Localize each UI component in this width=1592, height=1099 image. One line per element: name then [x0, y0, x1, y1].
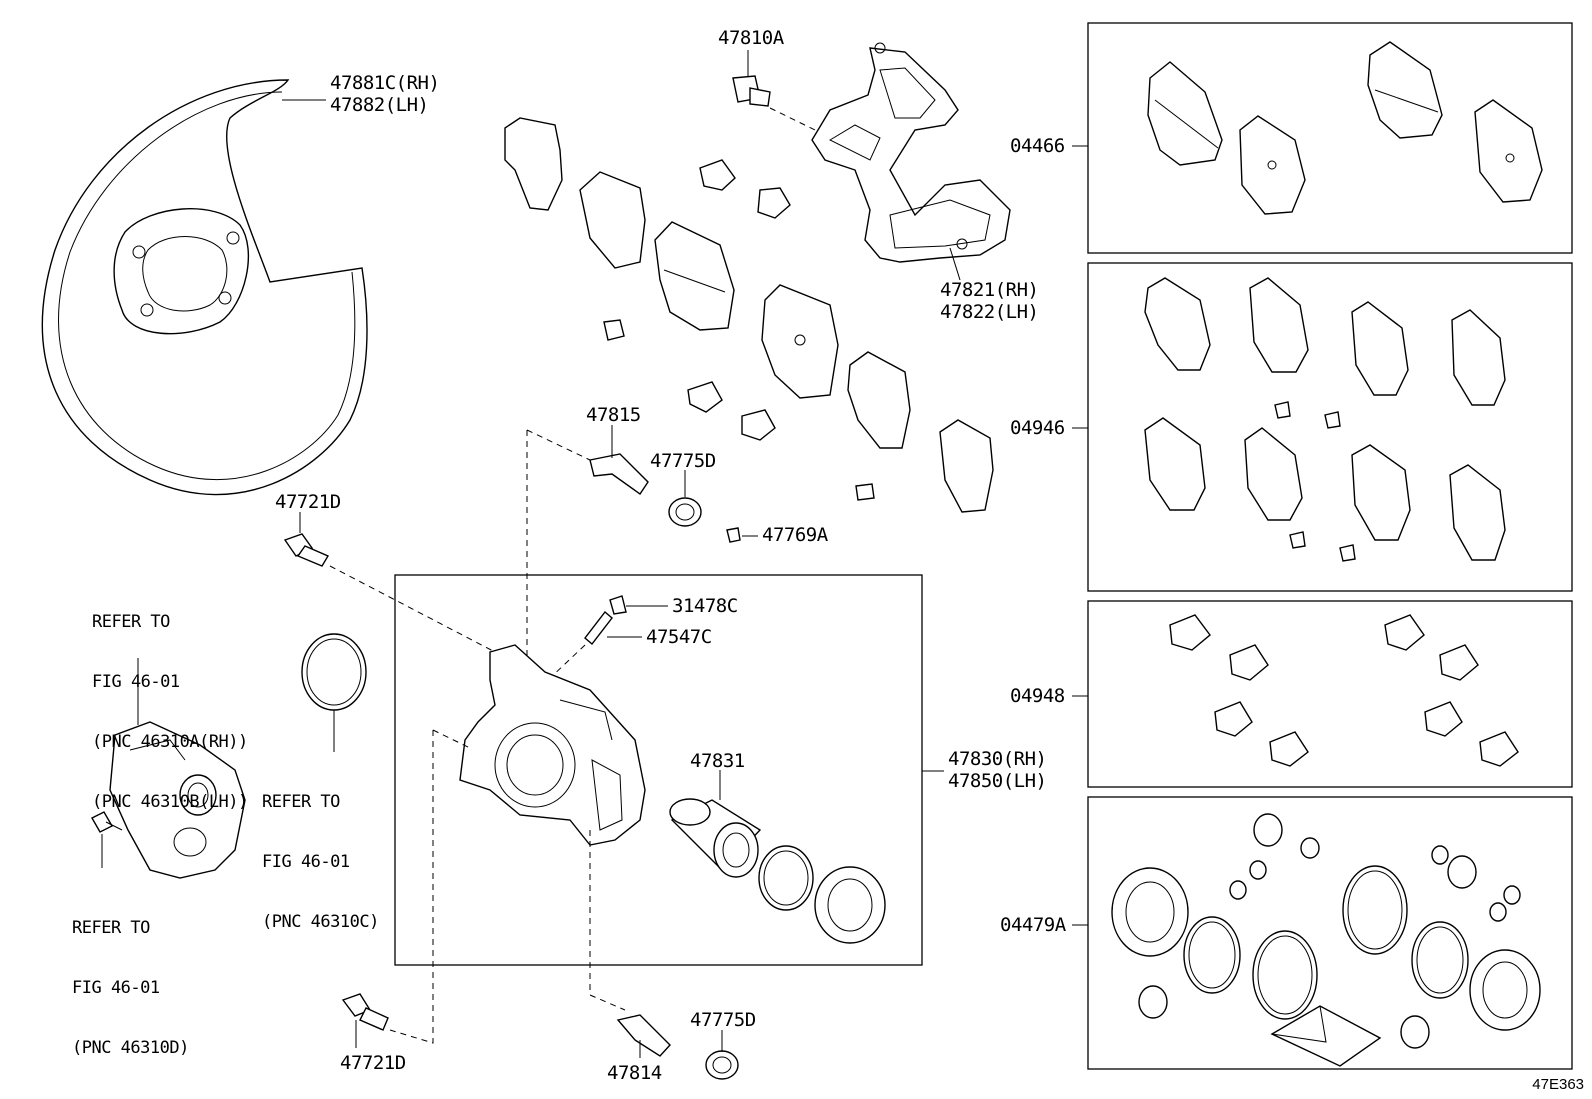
- reference-46310C: REFER TO FIG 46-01 (PNC 46310C): [262, 752, 379, 952]
- dust-shield-47881C: [41, 79, 368, 496]
- ref1-line3: (PNC 46310A(RH)): [92, 732, 248, 752]
- kit-04479A-seals: [1072, 813, 1541, 1067]
- label-47822: 47822(LH): [940, 301, 1039, 323]
- caliper-assembly-box: [394, 574, 923, 966]
- ref1-line1: REFER TO: [92, 612, 170, 632]
- ref3-line3: (PNC 46310D): [72, 1038, 189, 1058]
- bleeder-screw: [547, 595, 668, 681]
- lower-hardware: [341, 729, 739, 1080]
- kit-box-04479A: [1087, 796, 1573, 1070]
- caliper-body: [459, 644, 646, 846]
- label-47821: 47821(RH): [940, 279, 1039, 301]
- piston-and-seals: [669, 770, 886, 944]
- label-47775D-bottom: 47775D: [690, 1009, 756, 1031]
- brake-pads-group: [504, 117, 994, 513]
- label-kit-04946: 04946: [1010, 417, 1065, 439]
- kit-box-04948: [1087, 600, 1573, 788]
- label-kit-04948: 04948: [1010, 685, 1065, 707]
- label-kit-04479A: 04479A: [1000, 914, 1066, 936]
- bolt-47721D-top: [283, 512, 496, 653]
- o-ring-seal: [301, 633, 367, 752]
- label-47547C: 47547C: [646, 626, 712, 648]
- diagram-code: 47E363: [1532, 1076, 1584, 1093]
- label-47815: 47815: [586, 404, 641, 426]
- kit-box-04466: [1087, 22, 1573, 254]
- label-47721D-top: 47721D: [275, 491, 341, 513]
- ref1-line2: FIG 46-01: [92, 672, 180, 692]
- ref2-line1: REFER TO: [262, 792, 340, 812]
- label-47882: 47882(LH): [330, 94, 429, 116]
- label-47769A: 47769A: [762, 524, 828, 546]
- kit-04946-shims: [1072, 277, 1506, 562]
- parking-brake-actuator: [91, 658, 246, 879]
- label-47814: 47814: [607, 1062, 662, 1084]
- kit-04466-pads: [1072, 41, 1543, 215]
- kit-box-04946: [1087, 262, 1573, 592]
- reference-46310A: REFER TO FIG 46-01 (PNC 46310A(RH)) (PNC…: [92, 572, 248, 832]
- label-47810A: 47810A: [718, 27, 784, 49]
- caliper-mounting-bracket: [811, 42, 1011, 281]
- label-kit-04466: 04466: [1010, 135, 1065, 157]
- ref2-line3: (PNC 46310C): [262, 912, 379, 932]
- ref3-line2: FIG 46-01: [72, 978, 160, 998]
- reference-46310D: REFER TO FIG 46-01 (PNC 46310D): [72, 878, 189, 1078]
- ref2-line2: FIG 46-01: [262, 852, 350, 872]
- label-47831: 47831: [690, 750, 745, 772]
- label-47775D-top: 47775D: [650, 450, 716, 472]
- guide-pin-47815: [526, 425, 758, 660]
- label-47721D-bottom: 47721D: [340, 1052, 406, 1074]
- ref1-line4: (PNC 46310B(LH)): [92, 792, 248, 812]
- ref3-line1: REFER TO: [72, 918, 150, 938]
- bolt-47810A: [732, 50, 816, 131]
- label-47850: 47850(LH): [948, 770, 1047, 792]
- label-47881C: 47881C(RH): [330, 72, 440, 94]
- kit-04948-clips: [1072, 614, 1519, 767]
- label-47830: 47830(RH): [948, 748, 1047, 770]
- label-31478C: 31478C: [672, 595, 738, 617]
